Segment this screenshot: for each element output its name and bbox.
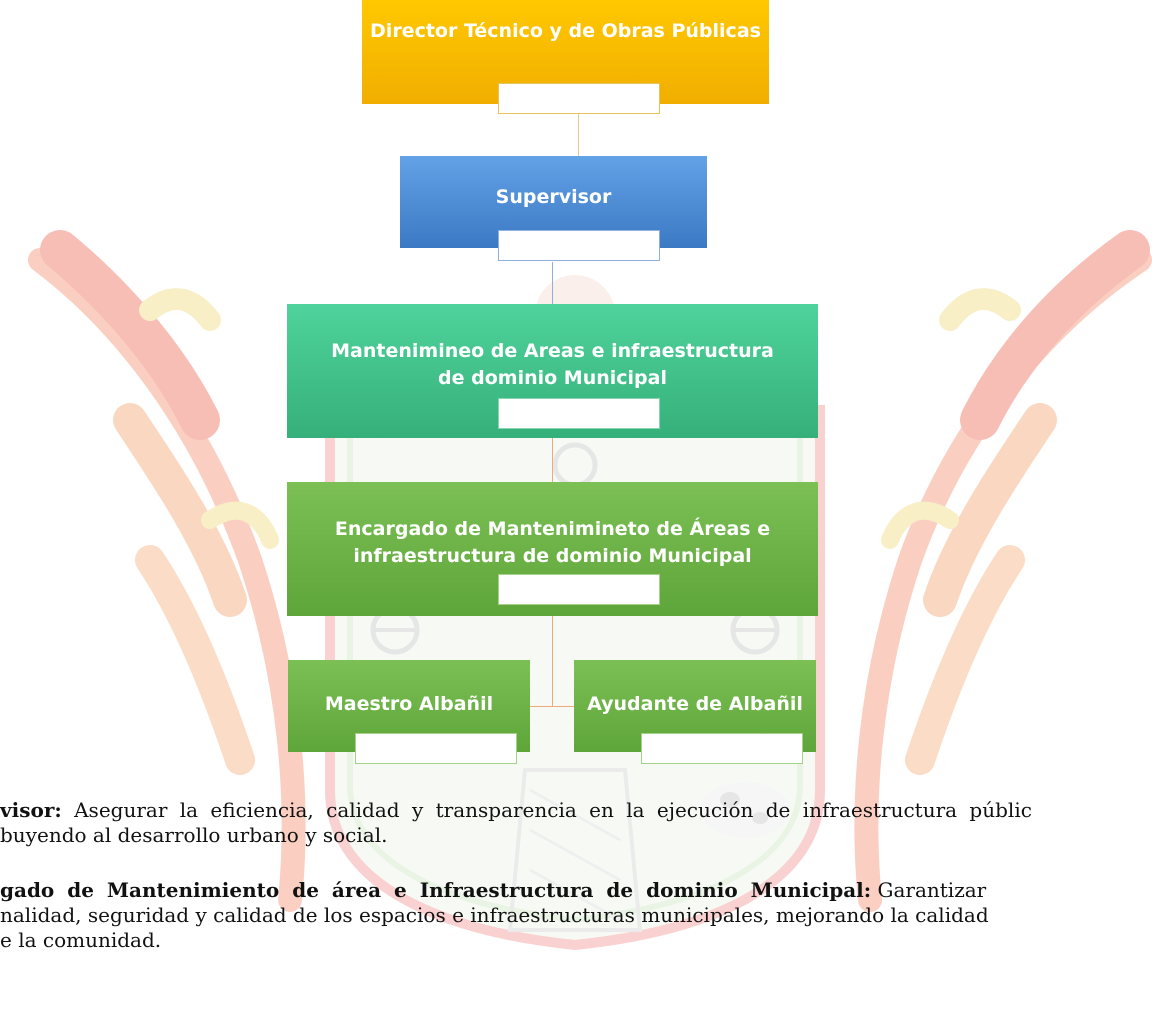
connector-supervisor-mantenimiento: [552, 262, 553, 304]
encargado-description-line1-tail: Garantizar: [871, 878, 987, 902]
mantenimiento-title: Mantenimineo de Areas e infraestructura …: [331, 340, 774, 389]
connector-mantenimiento-encargado: [552, 438, 553, 482]
supervisor-sub-box: [498, 230, 660, 261]
ayudante-albanil-sub-box: [641, 733, 803, 764]
director-title: Director Técnico y de Obras Públicas: [370, 20, 761, 42]
supervisor-description-line1: Asegurar la eficiencia, calidad y transp…: [61, 798, 1032, 822]
encargado-description-label: gado de Mantenimiento de área e Infraest…: [0, 878, 872, 902]
maestro-albanil-title: Maestro Albañil: [324, 693, 494, 715]
supervisor-description-line2: buyendo al desarrollo urbano y social.: [0, 823, 388, 847]
connector-director-supervisor: [578, 114, 579, 156]
connector-bottom-branch: [529, 706, 574, 707]
encargado-description-line2: nalidad, seguridad y calidad de los espa…: [0, 903, 989, 927]
left-laurel-branch: [28, 230, 306, 912]
supervisor-description-label: visor:: [0, 798, 62, 822]
connector-encargado-bottom: [552, 616, 553, 706]
director-sub-box: [498, 83, 660, 114]
supervisor-description: visor: Asegurar la eficiencia, calidad y…: [0, 798, 1152, 848]
right-laurel-branch: [854, 230, 1152, 912]
encargado-description: gado de Mantenimiento de área e Infraest…: [0, 878, 1152, 953]
ayudante-albanil-title: Ayudante de Albañil: [587, 693, 803, 715]
encargado-sub-box: [498, 574, 660, 605]
encargado-title: Encargado de Mantenimineto de Áreas e in…: [334, 518, 771, 567]
director-node: Director Técnico y de Obras Públicas: [362, 0, 769, 104]
encargado-node: Encargado de Mantenimineto de Áreas e in…: [287, 482, 818, 616]
encargado-description-line3: e la comunidad.: [0, 928, 162, 952]
supervisor-title: Supervisor: [495, 186, 612, 208]
maestro-albanil-sub-box: [355, 733, 517, 764]
mantenimiento-sub-box: [498, 398, 660, 429]
